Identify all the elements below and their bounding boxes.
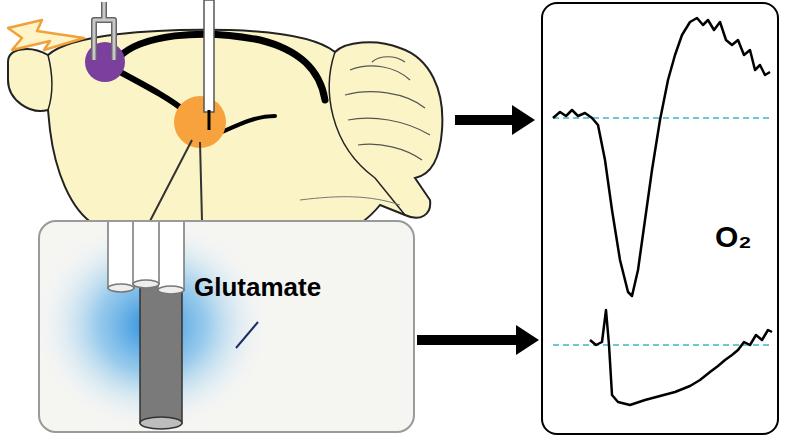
glutamate-trace <box>590 310 772 405</box>
fiber-tract <box>222 116 275 132</box>
oxygen-trace <box>553 18 770 296</box>
barrel-end <box>108 284 134 292</box>
barrel <box>133 220 159 284</box>
node-label: O₂ <box>715 220 752 254</box>
connector-arrow <box>417 325 539 355</box>
olfactory-border <box>48 55 52 110</box>
stimulating-electrode <box>94 2 114 60</box>
recording-probe <box>204 0 214 112</box>
inset-box: Glutamate <box>38 220 415 433</box>
fiber-tract <box>120 72 186 112</box>
barrel <box>158 220 184 290</box>
zoom-line <box>150 140 202 221</box>
barrel-end <box>133 280 159 288</box>
node-label: Glutamate <box>194 272 321 303</box>
sensor-rod <box>140 280 182 423</box>
recording-site <box>174 96 226 148</box>
brainstem-line <box>300 197 400 205</box>
barrel <box>108 220 134 288</box>
inset-illustration <box>38 220 272 433</box>
cerebellum-folds <box>345 57 430 160</box>
barrel-end <box>158 286 184 294</box>
leader-line <box>236 322 258 348</box>
lightning-bolt <box>8 20 84 50</box>
arrowhead <box>516 325 539 355</box>
sensor-rod-end <box>140 417 182 429</box>
stimulating-electrode <box>94 2 114 60</box>
cerebellum-border <box>329 52 405 215</box>
baseline <box>553 344 772 346</box>
baseline <box>553 117 772 119</box>
trace-panel: O₂ <box>541 2 779 435</box>
recording-probe-tip <box>208 110 211 130</box>
connector-shaft <box>417 335 518 345</box>
arrow <box>455 105 535 135</box>
